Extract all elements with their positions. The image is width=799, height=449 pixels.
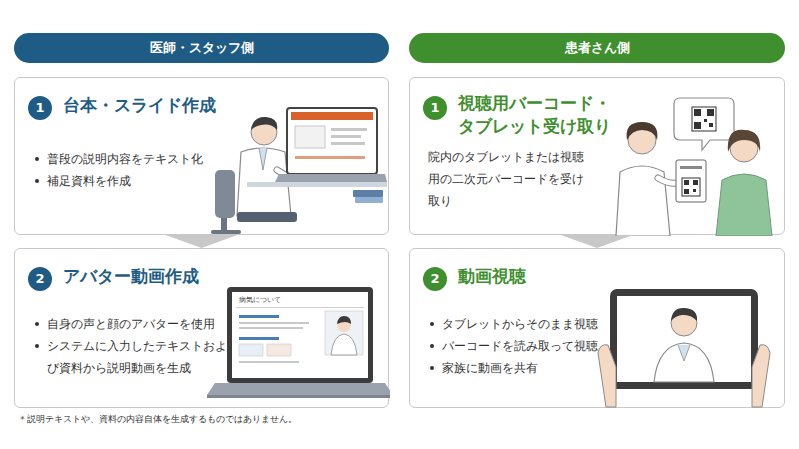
bullet-text: タブレットからそのまま視聴	[442, 317, 598, 331]
step-number: 2	[423, 267, 447, 291]
bullet-item: 普段の説明内容をテキスト化	[33, 148, 233, 170]
number-text: 1	[35, 100, 44, 115]
bullet-dot	[35, 179, 39, 183]
step-number: 2	[28, 267, 52, 291]
bullet-item: システムに入力したテキストおよび資料から説明動画を生成	[33, 335, 229, 379]
bullet-text: 自身の声と顔のアバターを使用	[47, 317, 215, 331]
number-text: 2	[430, 271, 439, 286]
header-text: 患者さん側	[565, 40, 630, 55]
step-heading: 動画視聴	[458, 265, 608, 288]
header-text: 医師・スタッフ側	[150, 40, 254, 55]
bullet-text: 家族に動画を共有	[442, 361, 538, 375]
bullet-item: タブレットからそのまま視聴	[428, 313, 608, 335]
number-text: 2	[35, 271, 44, 286]
body-text: 院内のタブレットまたは視聴用の二次元バーコードを受け取り	[428, 146, 586, 212]
step-box: 視聴用バーコード・タブレット受け取り院内のタブレットまたは視聴用の二次元バーコー…	[409, 77, 785, 235]
number-text: 1	[430, 100, 439, 115]
step-heading: アバター動画作成	[63, 265, 263, 288]
step-number: 1	[423, 96, 447, 120]
step-box: 台本・スライド作成普段の説明内容をテキスト化補足資料を作成 1	[14, 77, 389, 235]
column-header: 医師・スタッフ側	[14, 33, 389, 63]
bullet-item: 家族に動画を共有	[428, 357, 608, 379]
bullet-dot	[430, 322, 434, 326]
bullet-dot	[35, 344, 39, 348]
bullet-dot	[430, 344, 434, 348]
bullet-dot	[430, 366, 434, 370]
step-body: 自身の声と顔のアバターを使用システムに入力したテキストおよび資料から説明動画を生…	[33, 313, 229, 379]
footnote: ＊説明テキストや、資料の内容自体を生成するものではありません。	[18, 413, 297, 426]
step-number: 1	[28, 96, 52, 120]
column-header: 患者さん側	[409, 33, 785, 63]
screen-title: 病気について	[239, 295, 281, 305]
step-heading: 台本・スライド作成	[63, 94, 263, 117]
bullet-text: 普段の説明内容をテキスト化	[47, 152, 203, 166]
flow-chevron	[166, 235, 238, 248]
step-body: タブレットからそのまま視聴バーコードを読み取って視聴家族に動画を共有	[428, 313, 608, 379]
step-heading: 視聴用バーコード・タブレット受け取り	[458, 92, 618, 138]
step-body: 普段の説明内容をテキスト化補足資料を作成	[33, 148, 233, 192]
bullet-dot	[35, 157, 39, 161]
step-box: アバター動画作成自身の声と顔のアバターを使用システムに入力したテキストおよび資料…	[14, 248, 389, 408]
bullet-item: バーコードを読み取って視聴	[428, 335, 608, 357]
step-body: 院内のタブレットまたは視聴用の二次元バーコードを受け取り	[428, 146, 586, 212]
bullet-text: 補足資料を作成	[47, 174, 131, 188]
bullet-item: 補足資料を作成	[33, 170, 233, 192]
bullet-dot	[35, 322, 39, 326]
bullet-text: バーコードを読み取って視聴	[442, 339, 598, 353]
bullet-text: システムに入力したテキストおよび資料から説明動画を生成	[47, 339, 227, 375]
flow-chevron	[561, 235, 633, 248]
bullet-item: 自身の声と顔のアバターを使用	[33, 313, 229, 335]
step-box: 動画視聴タブレットからそのまま視聴バーコードを読み取って視聴家族に動画を共有 2	[409, 248, 785, 408]
